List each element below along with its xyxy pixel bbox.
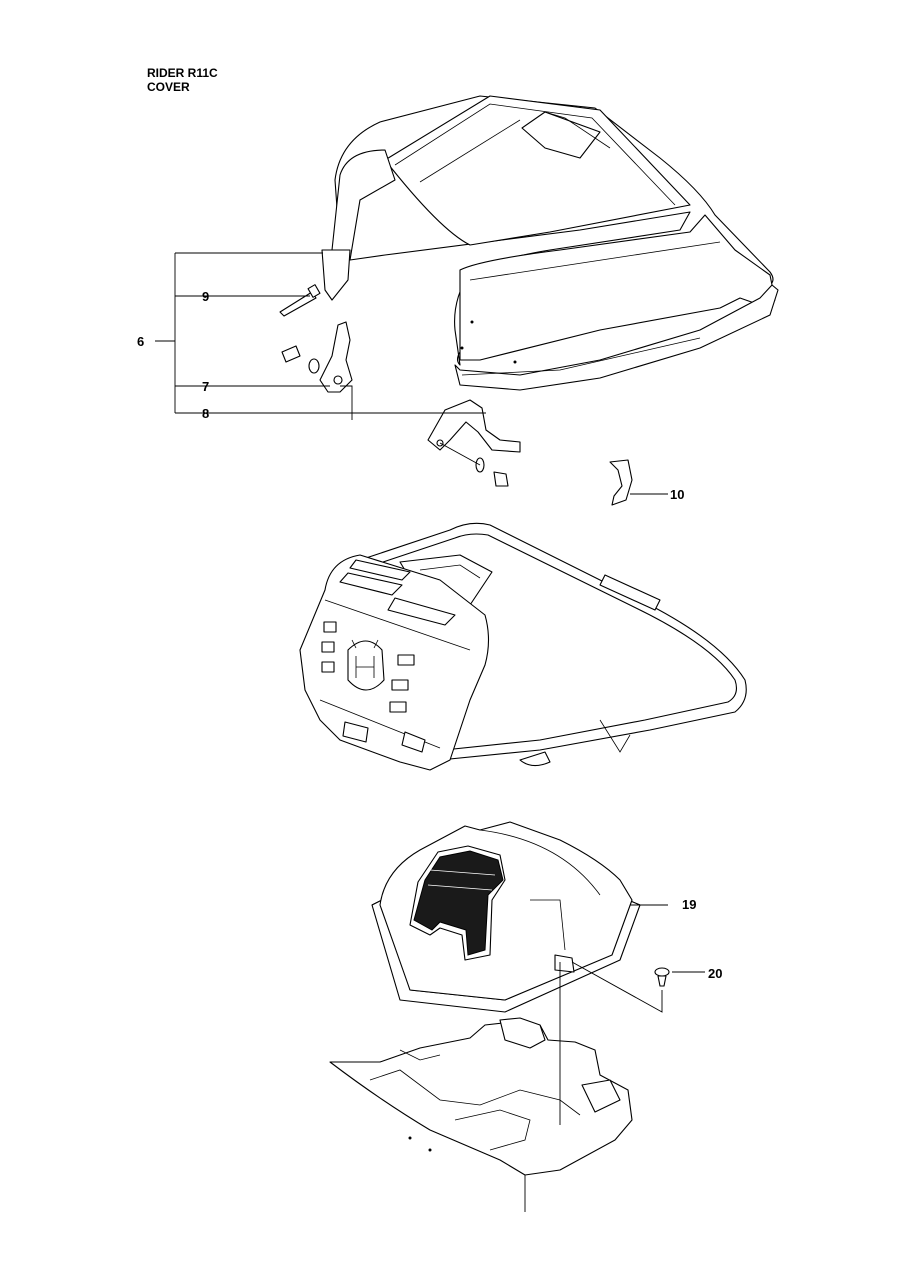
callout-labels: 6 7 8 9 10 19 20	[137, 289, 722, 981]
callout-6: 6	[137, 334, 144, 349]
callout-8: 8	[202, 406, 209, 421]
frame-and-grille	[299, 522, 747, 771]
section-name: COVER	[147, 80, 190, 94]
cover-part-19	[371, 821, 641, 1013]
model-name: RIDER R11C	[147, 66, 218, 80]
diagram-title: RIDER R11C COVER	[147, 66, 218, 94]
leader-lines-top	[155, 252, 668, 495]
callout-19: 19	[682, 897, 696, 912]
leader-lines-bottom	[524, 904, 705, 1212]
clip-part-10	[609, 459, 633, 506]
callout-10: 10	[670, 487, 684, 502]
base-plate	[329, 1017, 633, 1176]
callout-9: 9	[202, 289, 209, 304]
screw-part-20	[654, 967, 670, 987]
callout-20: 20	[708, 966, 722, 981]
hood-cover	[321, 95, 779, 391]
callout-7: 7	[202, 379, 209, 394]
bracket-part-7	[281, 321, 353, 393]
pin-part-9	[279, 284, 321, 317]
